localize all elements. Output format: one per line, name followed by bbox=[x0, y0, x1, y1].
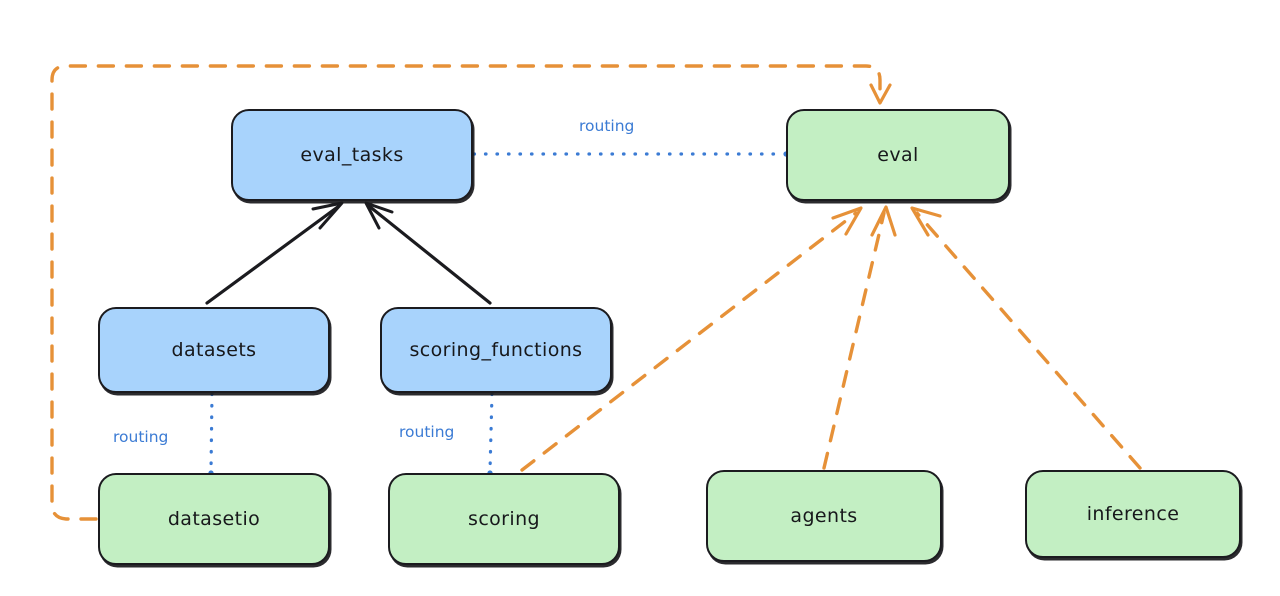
node-eval[interactable]: eval bbox=[786, 109, 1010, 201]
edge-datasets-eval_tasks bbox=[205, 201, 344, 305]
edge-label-routing-scoring-functions-scoring: routing bbox=[399, 423, 455, 441]
edge-eval_tasks-eval bbox=[472, 151, 789, 157]
node-datasets[interactable]: datasets bbox=[98, 307, 330, 393]
node-agents[interactable]: agents bbox=[706, 470, 942, 562]
node-eval-tasks[interactable]: eval_tasks bbox=[231, 109, 473, 201]
edge-datasets-datasetio bbox=[208, 392, 214, 476]
edge-label-routing-eval-tasks-eval: routing bbox=[579, 117, 635, 135]
node-scoring[interactable]: scoring bbox=[388, 473, 620, 565]
node-label: eval_tasks bbox=[300, 144, 404, 166]
edge-label-routing-datasets-datasetio: routing bbox=[113, 428, 169, 446]
node-label: eval bbox=[877, 144, 919, 166]
node-inference[interactable]: inference bbox=[1025, 470, 1241, 558]
edge-agents-eval bbox=[822, 205, 897, 470]
node-label: agents bbox=[790, 505, 858, 527]
node-datasetio[interactable]: datasetio bbox=[98, 473, 330, 565]
node-label: inference bbox=[1086, 503, 1180, 525]
node-label: scoring bbox=[468, 508, 540, 530]
node-label: scoring_functions bbox=[409, 339, 583, 361]
node-label: datasetio bbox=[167, 508, 261, 530]
edge-scoring_functions-eval_tasks bbox=[364, 201, 492, 305]
node-label: datasets bbox=[171, 339, 257, 361]
edge-scoring_functions-scoring bbox=[487, 392, 494, 476]
edge-inference-eval bbox=[910, 206, 1142, 470]
node-scoring-functions[interactable]: scoring_functions bbox=[380, 307, 612, 393]
